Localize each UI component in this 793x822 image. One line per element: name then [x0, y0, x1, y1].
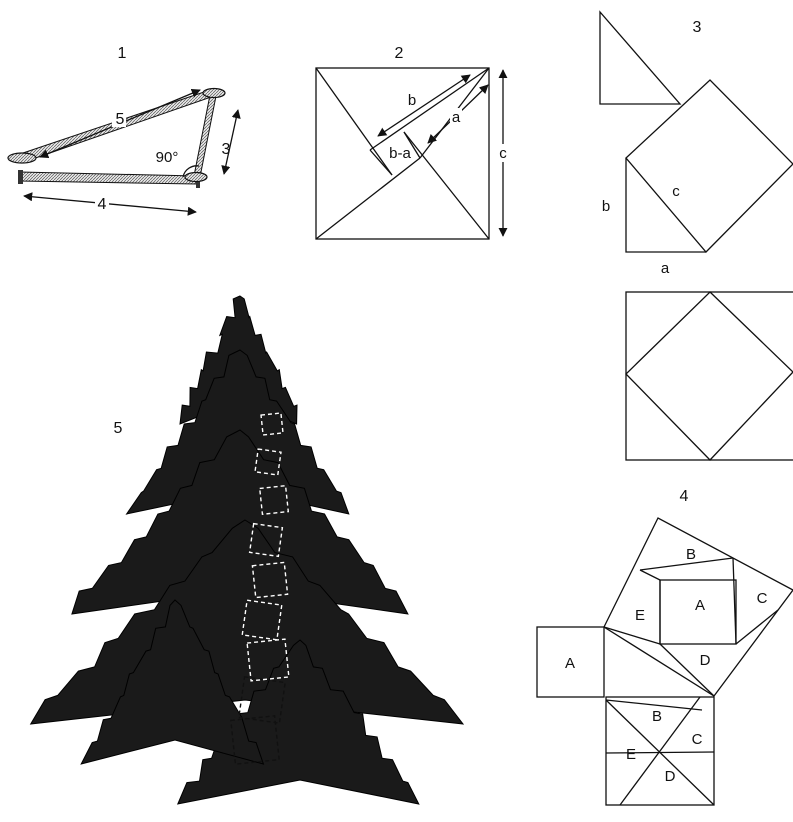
right-angle-arc — [182, 165, 200, 178]
side-label-5: 5 — [116, 111, 125, 128]
piece-label-a-left: A — [565, 655, 575, 672]
arrow-side-4 — [23, 192, 197, 216]
panel-4-number: 4 — [680, 488, 689, 505]
trunk-square — [260, 412, 284, 436]
hypotenuse-square — [603, 517, 793, 697]
tree-trunk-squares — [230, 412, 290, 765]
rod-short — [193, 94, 217, 178]
trunk-square — [238, 676, 286, 724]
panel-5-number: 5 — [114, 420, 123, 437]
tree-tier-4 — [29, 519, 465, 725]
piece-line-5 — [603, 626, 661, 645]
diag-top-left — [315, 67, 393, 176]
trunk-square — [258, 484, 290, 516]
trunk-square — [230, 715, 280, 765]
bottom-square — [605, 696, 715, 806]
angle-label: 90° — [156, 149, 179, 166]
arrow-b — [377, 74, 471, 137]
trunk-square — [241, 599, 283, 641]
piece-label-c-bottom: C — [692, 731, 703, 748]
trunk-square — [251, 561, 289, 599]
trunk-square — [248, 522, 284, 558]
rod-bottom — [19, 171, 197, 185]
label-b: b — [408, 92, 416, 109]
trunk-square — [254, 448, 282, 476]
piece-label-c-right: C — [757, 590, 768, 607]
disc-top — [202, 87, 226, 99]
label-bg-b — [406, 90, 418, 106]
bottom-divider-4 — [605, 699, 715, 806]
rod-triangle — [7, 87, 226, 188]
label-bg-5 — [112, 109, 126, 127]
label-b-minus-a: b-a — [389, 145, 411, 162]
bottom-divider-1 — [605, 699, 703, 711]
label-a: a — [452, 109, 461, 126]
piece-line-4 — [659, 643, 715, 697]
peg-left — [18, 170, 23, 184]
fractal-tree — [29, 295, 465, 805]
piece-label-e-left: E — [635, 607, 645, 624]
label-bg-c — [496, 144, 510, 162]
trunk-square — [246, 638, 290, 682]
piece-line-6 — [735, 609, 779, 645]
label-a: a — [661, 260, 670, 277]
panel-5: 5 — [29, 295, 465, 805]
piece-label-a-center: A — [695, 597, 705, 614]
disc-left — [7, 152, 37, 164]
panel-3: 3 b c a — [599, 10, 793, 461]
side-label-4: 4 — [98, 196, 107, 213]
triangle-legs — [625, 158, 706, 253]
arrow-side-3 — [221, 109, 241, 175]
inner-square-edge-1 — [369, 149, 393, 176]
panel-2-number: 2 — [395, 45, 404, 62]
piece-label-b-top: B — [686, 546, 696, 563]
piece-divider-top — [639, 557, 734, 571]
small-square-a — [536, 626, 605, 698]
panel-1: 1 5 4 3 90° — [7, 45, 241, 216]
label-c: c — [672, 183, 680, 200]
square-c — [625, 79, 793, 253]
piece-line-1 — [639, 569, 661, 581]
piece-line-2 — [732, 557, 737, 645]
diag-bottom-left — [315, 157, 421, 240]
label-bg-a — [450, 108, 462, 124]
inner-tilted-square — [625, 291, 793, 461]
piece-label-b-bottom: B — [652, 708, 662, 725]
bottom-divider-3 — [619, 696, 701, 806]
loose-triangle — [599, 10, 682, 105]
piece-label-d-bottom: D — [665, 768, 676, 785]
diag-bottom-right — [403, 131, 490, 240]
panel-1-number: 1 — [118, 45, 127, 62]
outer-square — [315, 67, 490, 240]
piece-label-d-mid: D — [700, 652, 711, 669]
panel-3-number: 3 — [693, 19, 702, 36]
tree-tier-6 — [80, 599, 265, 765]
label-c: c — [499, 145, 507, 162]
label-b: b — [602, 198, 610, 215]
panel-4: 4 B A C E D A B C E D — [536, 488, 793, 806]
piece-label-e-bottom: E — [626, 746, 636, 763]
tree-tier-5 — [176, 639, 420, 805]
diag-top-right — [369, 67, 490, 151]
panel-2: 2 b a b-a c — [315, 45, 510, 240]
disc-right — [184, 171, 208, 183]
label-bg-4 — [95, 195, 109, 213]
big-square — [625, 291, 793, 461]
side-label-3: 3 — [222, 141, 231, 158]
